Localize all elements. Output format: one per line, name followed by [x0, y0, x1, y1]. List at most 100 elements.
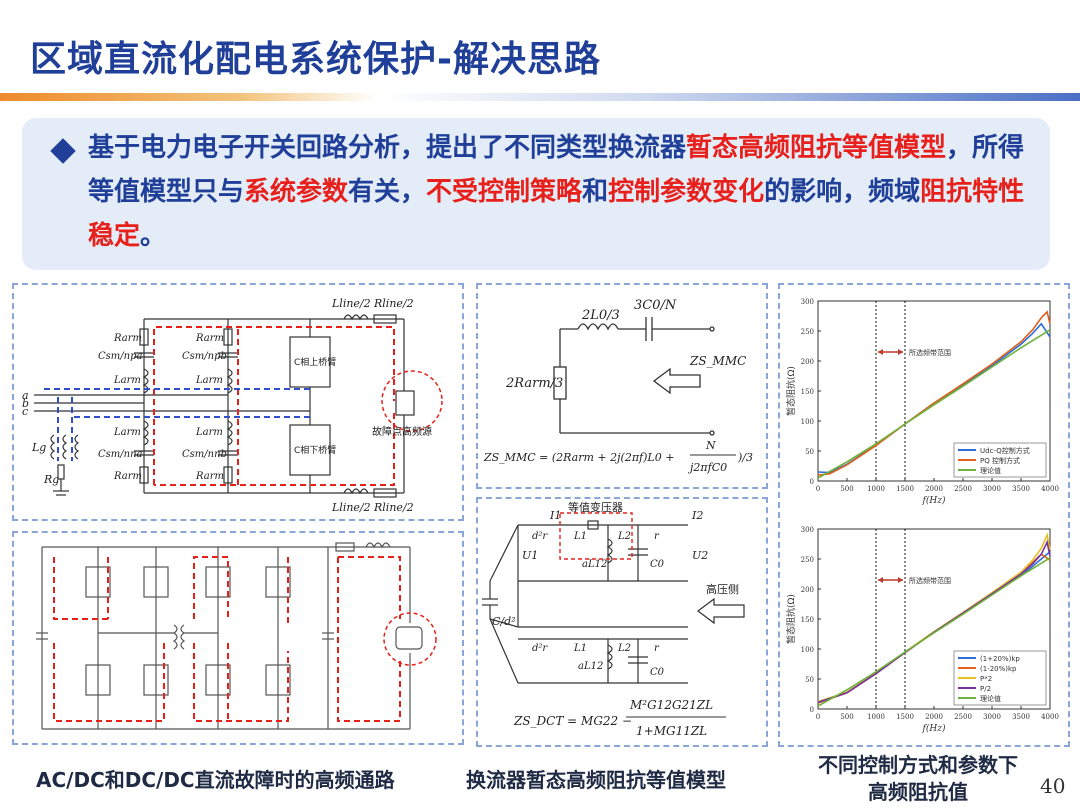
chart-0-legend-label: PQ 控制方式 [980, 456, 1020, 465]
label-cnb: Csm/nnb [182, 449, 227, 460]
label-2l0-3: 2L0/3 [581, 308, 620, 323]
summary-segment: 基于电力电子开关回路分析，提出了不同类型换流器 [88, 133, 687, 163]
mmc-equivalent-panel: 3C0/N 2L0/3 2Rarm/3 ZS_MMC ZS_MMC = (2Ra… [476, 283, 768, 489]
summary-segment: 有关， [348, 177, 427, 207]
chart-1-ytick-label: 50 [805, 676, 814, 684]
summary-segment: 的影响，频域 [764, 177, 921, 207]
label-rg: Rg [43, 473, 59, 486]
label-cpa: Csm/npa [98, 351, 142, 362]
chart-0-xtick-label: 3500 [1012, 485, 1030, 493]
label-3c0-n: 3C0/N [634, 298, 677, 313]
mmc-equivalent-diagram: 3C0/N 2L0/3 2Rarm/3 ZS_MMC ZS_MMC = (2Ra… [483, 298, 753, 474]
chart-1-series-line [817, 557, 1051, 707]
chart-1-xtick-label: 2500 [954, 713, 972, 721]
highlight-text: 控制参数变化 [608, 177, 765, 207]
chart-1-ytick-label: 300 [801, 526, 814, 534]
label-phase-b: b [22, 397, 29, 410]
chart-0-legend-label: Udc-Q控制方式 [980, 446, 1030, 455]
chart-0-legend-label: 理论值 [980, 466, 1001, 475]
formula-mmc-right: )/3 [737, 451, 753, 464]
label-cna: Csm/nna [98, 449, 143, 460]
label-hv-side: 高压侧 [706, 582, 739, 596]
page-title: 区域直流化配电系统保护-解决思路 [30, 39, 601, 80]
chart-0-xtick-label: 1000 [867, 485, 885, 493]
label-cd2: C/d² [492, 615, 516, 628]
caption-impedance-values: 不同控制方式和参数下 高频阻抗值 [800, 752, 1036, 806]
dct-equivalent-diagram: I1 I2 U1 U2 等值变压器 d²r L1 L2 r aL12 C0 C/… [482, 500, 745, 738]
label-cpb: Csm/npb [182, 351, 227, 362]
chart-0-xtick-label: 0 [816, 485, 820, 493]
caption-impedance-line2: 高频阻抗值 [868, 780, 968, 804]
dcdc-fault-path-diagram [36, 542, 437, 730]
chart-1-series-line [817, 539, 1051, 704]
label-l2-top: L2 [617, 531, 631, 542]
label-equiv-transformer: 等值变压器 [568, 500, 623, 514]
chart-0-ytick-label: 250 [801, 328, 814, 336]
label-phase-a: a [22, 389, 29, 402]
chart-1-xtick-label: 3000 [983, 713, 1001, 721]
chart-1-xtick-label: 500 [840, 713, 853, 721]
chart-0-band-arrow-head-right [898, 349, 903, 355]
summary-segment: 。 [140, 221, 167, 251]
chart-0-xtick-label: 2500 [954, 485, 972, 493]
label-2rarm-3: 2Rarm/3 [505, 376, 563, 391]
formula-mmc-n: N [705, 439, 716, 452]
chart-1-ytick-label: 100 [801, 646, 814, 654]
caption-equivalent-model: 换流器暂态高频阻抗等值模型 [466, 768, 726, 792]
label-rline-bot: Rline/2 [373, 501, 414, 514]
title-underline [0, 93, 1080, 101]
label-l1-top: L1 [573, 531, 587, 542]
highlight-text: 系统参数 [244, 177, 349, 207]
dcdc-fault-path-panel [12, 531, 464, 745]
label-larm-1: Larm [113, 375, 141, 386]
label-lower-bridge: C相下桥臂 [294, 444, 336, 456]
label-l2-bot: L2 [617, 643, 631, 654]
label-rarm-4: Rarm [195, 471, 224, 482]
label-r-bot: r [654, 643, 660, 654]
bullet-diamond-icon [50, 138, 76, 164]
mmc-fault-circuit-panel: Lline/2 Rline/2 Lline/2 Rline/2 Rarm Csm… [12, 283, 464, 521]
chart-0-ytick-label: 200 [801, 358, 814, 366]
label-u1: U1 [522, 549, 538, 562]
caption-fault-path: AC/DC和DC/DC直流故障时的高频通路 [36, 768, 395, 792]
label-r-top: r [654, 531, 660, 542]
chart-0-series-line [817, 329, 1051, 479]
chart-0-ytick-label: 150 [801, 388, 814, 396]
chart-0-xtick-label: 2000 [925, 485, 943, 493]
chart-1-band-arrow-head-right [898, 577, 903, 583]
chart-1-xtick-label: 1000 [867, 713, 885, 721]
label-zs-mmc: ZS_MMC [689, 354, 746, 368]
page-number: 40 [1040, 774, 1066, 798]
mmc-fault-circuit-diagram: Lline/2 Rline/2 Lline/2 Rline/2 Rarm Csm… [22, 297, 443, 514]
label-l1-bot: L1 [573, 643, 587, 654]
chart-0-ylabel: 暂态阻抗(Ω) [785, 366, 797, 416]
chart-0-ytick-label: 300 [801, 298, 814, 306]
chart-1-ytick-label: 150 [801, 616, 814, 624]
chart-1-legend-label: (1+20%)kp [980, 655, 1020, 663]
highlight-text: 阻抗特性稳定 [88, 177, 1025, 251]
dct-equivalent-panel: I1 I2 U1 U2 等值变压器 d²r L1 L2 r aL12 C0 C/… [476, 497, 768, 747]
label-upper-bridge: C相上桥臂 [294, 356, 336, 368]
summary-callout: 基于电力电子开关回路分析，提出了不同类型换流器暂态高频阻抗等值模型，所得等值模型… [22, 118, 1050, 270]
chart-1-ytick-label: 250 [801, 556, 814, 564]
chart-1-ytick-label: 200 [801, 586, 814, 594]
label-larm-3: Larm [113, 427, 141, 438]
label-fault-source: 故障点高频源 [372, 425, 432, 438]
chart-0-ytick-label: 100 [801, 418, 814, 426]
label-i2: I2 [691, 509, 703, 522]
chart-0-xtick-label: 3000 [983, 485, 1001, 493]
label-phase-c: c [22, 405, 28, 418]
label-d2r-top: d²r [532, 531, 548, 542]
label-u2: U2 [692, 549, 708, 562]
chart-1-xtick-label: 2000 [925, 713, 943, 721]
summary-segment: 和 [582, 177, 609, 207]
label-al12-bot: aL12 [578, 661, 603, 672]
label-al12-top: aL12 [582, 559, 607, 570]
formula-dct-left: ZS_DCT = MG22 − [513, 714, 632, 728]
label-lline-bot: Lline/2 [331, 501, 371, 514]
highlight-text: 不受控制策略 [426, 177, 583, 207]
chart-0-xtick-label: 4000 [1041, 485, 1059, 493]
label-i1: I1 [549, 509, 561, 522]
